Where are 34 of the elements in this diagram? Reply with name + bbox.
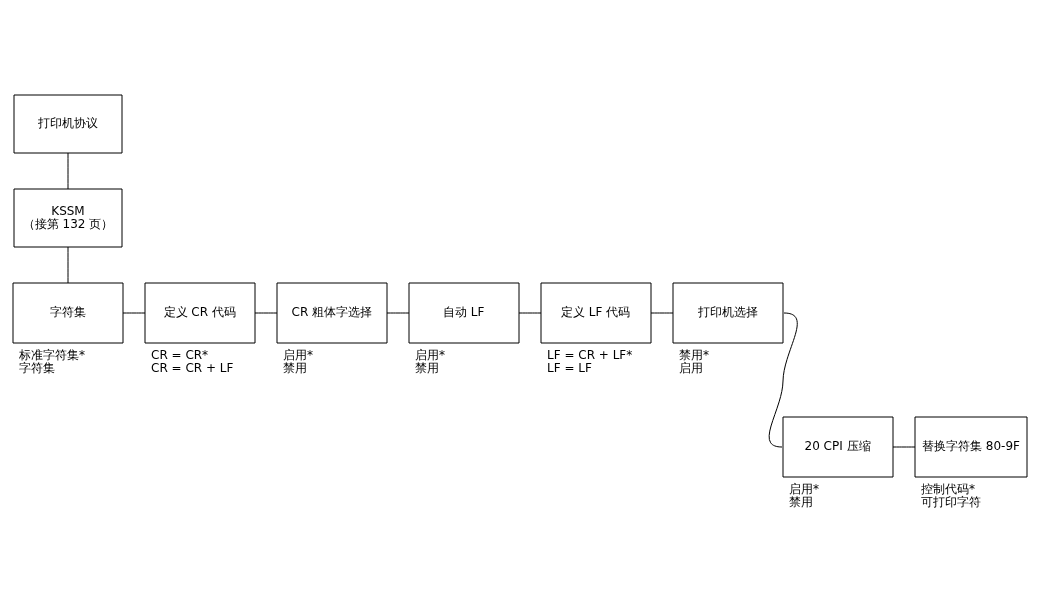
node-label: CR = CR*: [151, 347, 209, 362]
connector: [386, 312, 410, 314]
connector: [67, 246, 69, 284]
node-box: 定义 CR 代码: [144, 282, 256, 344]
node-box: 定义 LF 代码: [540, 282, 652, 344]
node-label: 控制代码*: [921, 481, 975, 496]
node-label: 禁用: [283, 360, 307, 375]
node-box: 打印机选择: [672, 282, 784, 344]
node-box: KSSM （接第 132 页）: [13, 188, 123, 248]
node-label: CR = CR + LF: [151, 360, 234, 375]
node-label: 字符集: [19, 360, 55, 375]
connector: [518, 312, 542, 314]
node-box: 自动 LF: [408, 282, 520, 344]
node-box: 打印机协议: [13, 94, 123, 154]
node-label: LF = LF: [547, 360, 592, 375]
node-label: LF = CR + LF*: [547, 347, 633, 362]
connector: [122, 312, 146, 314]
node-box: 字符集: [12, 282, 124, 344]
connector: [254, 312, 278, 314]
node-box: 替换字符集 80-9F: [914, 416, 1028, 478]
node-box: CR 粗体字选择: [276, 282, 388, 344]
node-label: 标准字符集*: [19, 347, 85, 362]
node-label: 禁用: [789, 494, 813, 509]
connector: [892, 446, 916, 448]
connector: [67, 152, 69, 190]
node-box: 20 CPI 压缩: [782, 416, 894, 478]
node-label: 禁用*: [679, 347, 709, 362]
node-label: 禁用: [415, 360, 439, 375]
node-label: 可打印字符: [921, 494, 981, 509]
node-label: 启用: [679, 360, 703, 375]
node-label: 启用*: [789, 481, 819, 496]
connector: [650, 312, 674, 314]
node-label: 启用*: [283, 347, 313, 362]
node-label: 启用*: [415, 347, 445, 362]
